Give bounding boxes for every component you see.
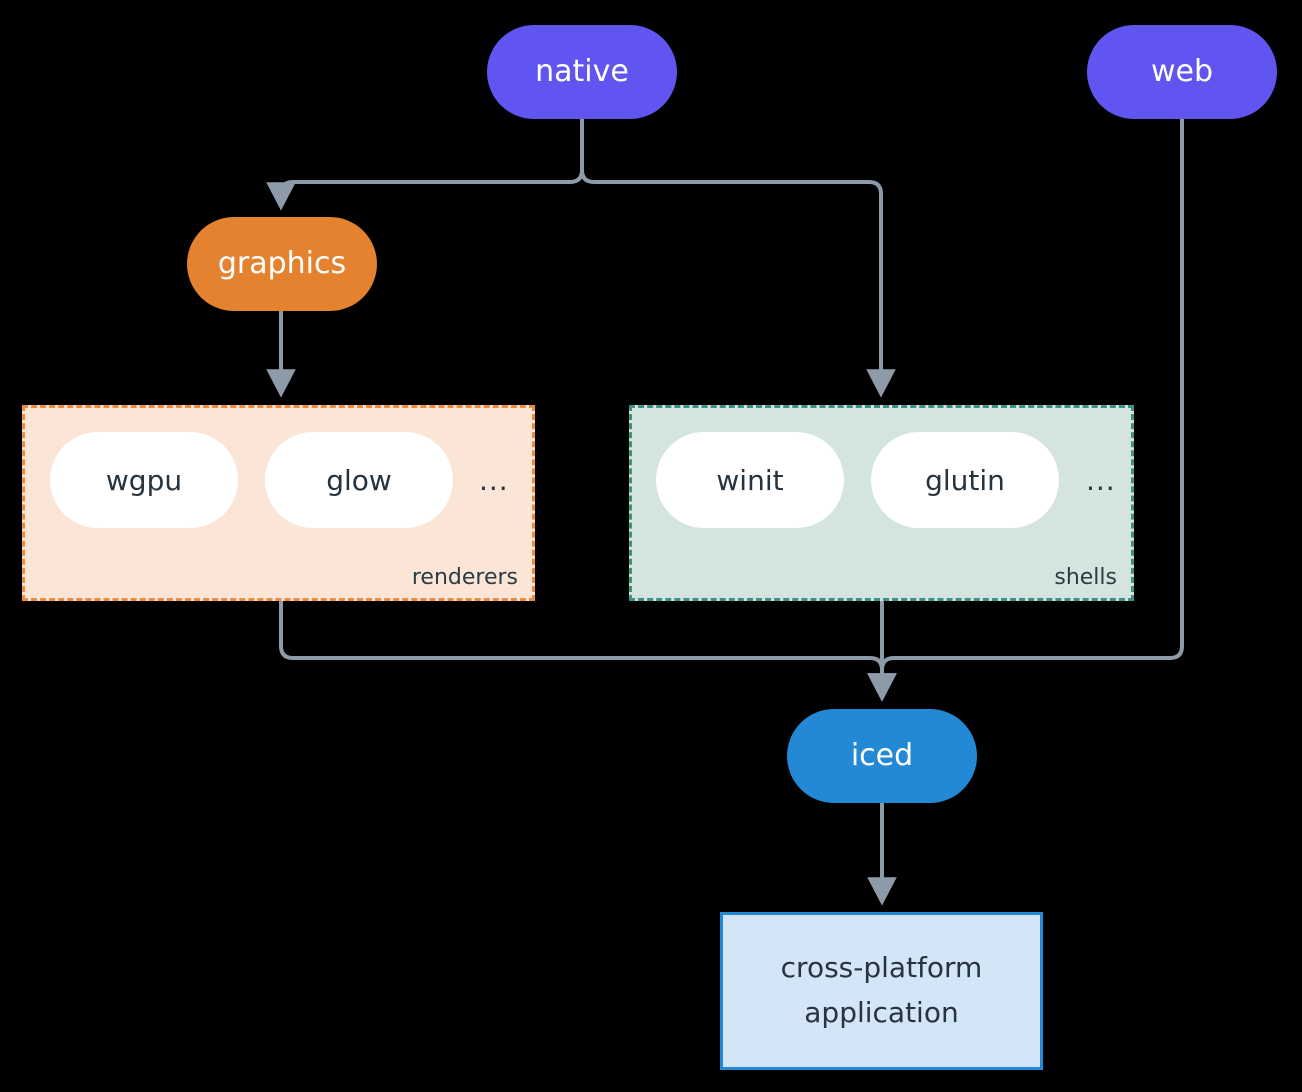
leaf-node-wgpu[interactable]: wgpu <box>50 432 238 528</box>
application-line-2: application <box>804 996 959 1029</box>
node-cross-platform-application[interactable]: cross-platform application <box>720 912 1043 1070</box>
edge-renderers-iced <box>279 601 897 702</box>
leaf-node-glutin[interactable]: glutin <box>871 432 1059 528</box>
edge-native-bus <box>266 119 584 211</box>
node-graphics[interactable]: graphics <box>187 217 377 311</box>
renderers-overflow-ellipsis: ... <box>479 464 509 497</box>
application-line-1: cross-platform <box>780 951 983 985</box>
cluster-shells-label: shells <box>1054 565 1117 590</box>
node-native[interactable]: native <box>487 25 677 119</box>
shells-overflow-ellipsis: ... <box>1086 464 1116 497</box>
leaf-node-winit[interactable]: winit <box>656 432 844 528</box>
cluster-renderers-label: renderers <box>411 565 518 590</box>
node-iced[interactable]: iced <box>787 709 977 803</box>
node-web[interactable]: web <box>1087 25 1277 119</box>
leaf-node-glow[interactable]: glow <box>265 432 453 528</box>
edge-native-shells <box>580 119 896 398</box>
